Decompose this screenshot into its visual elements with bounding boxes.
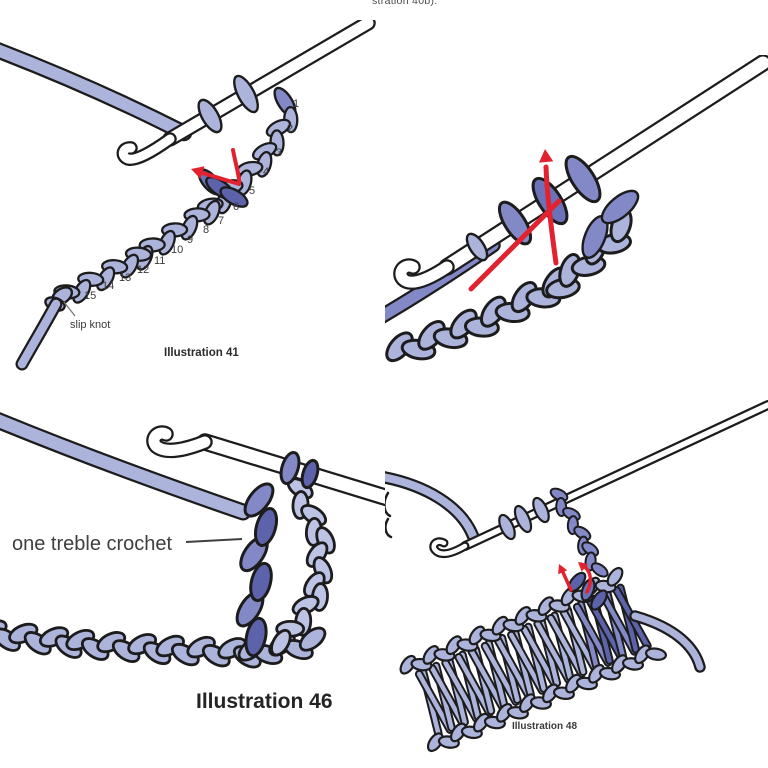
yarn-over-closeup-drawing xyxy=(385,55,768,363)
double-crochet-swatch-art xyxy=(385,400,768,753)
stitch-number-4: 4 xyxy=(263,166,269,178)
illustration-41-caption: Illustration 41 xyxy=(164,347,239,359)
double-crochet-swatch xyxy=(399,566,668,753)
one-treble-crochet-label: one treble crochet xyxy=(12,533,173,555)
panel-yarn-over-closeup xyxy=(385,55,768,370)
foundation-chain-art xyxy=(0,20,376,371)
stitch-number-14: 14 xyxy=(102,280,114,292)
slip-knot-label: slip knot xyxy=(70,319,110,331)
treble-crochet-art xyxy=(0,412,385,669)
stitch-number-3: 3 xyxy=(276,147,282,159)
cutoff-header-text-span: stration 40b). xyxy=(372,0,438,7)
slip-knot-pointer-line xyxy=(63,301,76,317)
stitch-number-6: 6 xyxy=(233,201,239,213)
stitch-number-13: 13 xyxy=(119,272,131,284)
cutoff-header-text: stration 40b). xyxy=(372,0,437,7)
illustration-48-caption: Illustration 48 xyxy=(512,721,577,732)
stitch-number-5: 5 xyxy=(249,185,255,197)
treble-crochet-drawing: one treble crochet Illustration 46 xyxy=(0,412,385,713)
stitch-number-10: 10 xyxy=(171,244,183,256)
stitch-number-15: 15 xyxy=(84,290,96,302)
stitch-number-1: 1 xyxy=(293,98,299,110)
panel-illustration-46: one treble crochet Illustration 46 xyxy=(0,390,385,735)
stitch-number-11: 11 xyxy=(154,255,165,267)
treble-pointer-line xyxy=(185,538,243,543)
illustration-46-caption: Illustration 46 xyxy=(196,690,333,713)
stitch-number-12: 12 xyxy=(137,264,149,276)
panel-illustration-48: Illustration 48 xyxy=(385,400,768,768)
stitch-number-2: 2 xyxy=(287,123,293,135)
stitch-number-8: 8 xyxy=(203,224,209,236)
stitch-number-7: 7 xyxy=(218,215,224,227)
yarn-over-closeup-art xyxy=(385,55,768,363)
double-crochet-swatch-drawing: Illustration 48 xyxy=(385,400,768,753)
stitch-number-9: 9 xyxy=(187,234,193,246)
